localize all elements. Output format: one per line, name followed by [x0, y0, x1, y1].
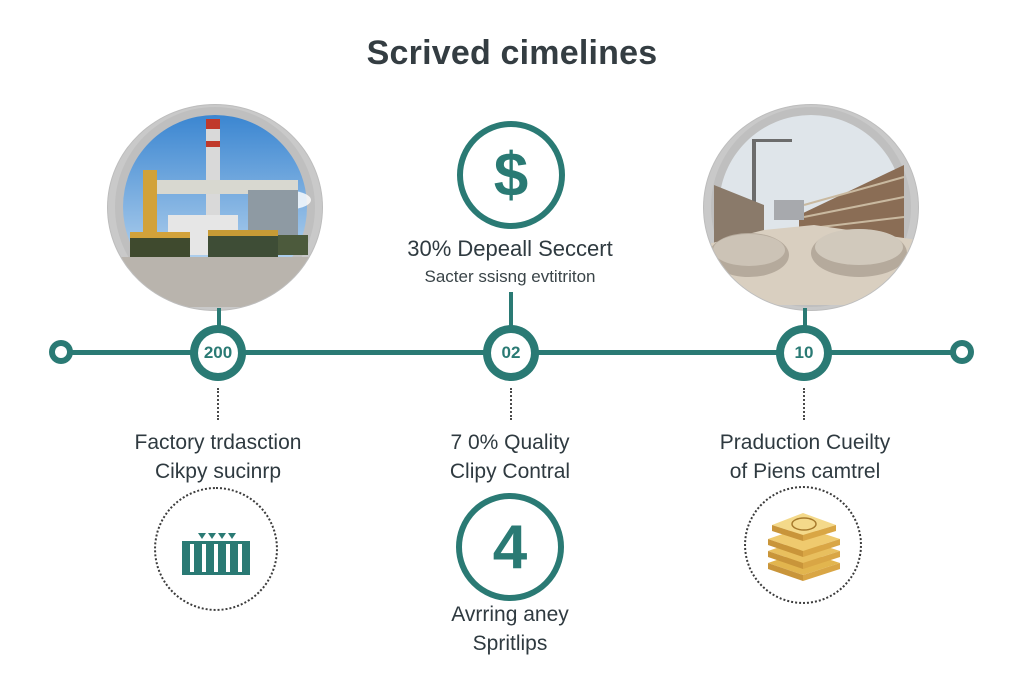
- milestone-3-icon-circle: [744, 486, 862, 604]
- container-icon: [182, 533, 250, 575]
- milestone-3-caption-line2: of Piens camtrel: [729, 460, 881, 483]
- timeline-start-endpoint: [49, 340, 73, 364]
- milestone-2-bottom-line2: Spritlips: [472, 632, 548, 655]
- milestone-2-bottom: Avrring aney Spritlips: [380, 600, 640, 658]
- milestone-2-top-heading: 30% Depeall Seccert: [407, 236, 613, 261]
- milestone-2-caption: 7 0% Quality Clipy Contral: [380, 428, 640, 486]
- milestone-3-label: 10: [784, 333, 824, 373]
- milestone-1-caption: Factory trdasction Cikpy sucinrp: [88, 428, 348, 486]
- stacked-coins-icon: [768, 513, 840, 581]
- milestone-2-connector: [510, 388, 512, 420]
- milestone-1-icon-circle: [154, 487, 278, 611]
- milestone-3-stem: [803, 308, 807, 338]
- milestone-3-connector: [803, 388, 805, 420]
- number-icon-circle: 4: [456, 493, 564, 601]
- milestone-2-top-subheading: Sacter ssisng evtitriton: [424, 267, 596, 286]
- dollar-icon-circle: $: [457, 121, 565, 229]
- timeline-end-endpoint: [950, 340, 974, 364]
- milestone-2-caption-line2: Clipy Contral: [449, 460, 571, 483]
- milestone-3-caption: Praduction Cueilty of Piens camtrel: [670, 428, 940, 486]
- milestone-3-caption-line1: Praduction Cueilty: [719, 431, 891, 454]
- dollar-icon: $: [493, 140, 529, 210]
- milestone-1-stem: [217, 308, 221, 338]
- milestone-2-label: 02: [491, 333, 531, 373]
- milestone-3-node[interactable]: 10: [776, 325, 832, 381]
- milestone-1-node[interactable]: 200: [190, 325, 246, 381]
- warehouse-photo: [704, 105, 918, 310]
- milestone-1-label: 200: [198, 333, 238, 373]
- milestone-1-caption-line1: Factory trdasction: [134, 431, 302, 454]
- milestone-1-caption-line2: Cikpy sucinrp: [154, 460, 282, 483]
- factory-photo: [108, 105, 322, 310]
- milestone-2-caption-line1: 7 0% Quality: [450, 431, 570, 454]
- milestone-2-node[interactable]: 02: [483, 325, 539, 381]
- milestone-2-stem: [509, 292, 513, 332]
- number-four-icon: 4: [492, 512, 528, 582]
- milestone-2-bottom-line1: Avrring aney: [451, 603, 569, 626]
- page-title: Scrived cimelines: [366, 34, 658, 72]
- milestone-1-connector: [217, 388, 219, 420]
